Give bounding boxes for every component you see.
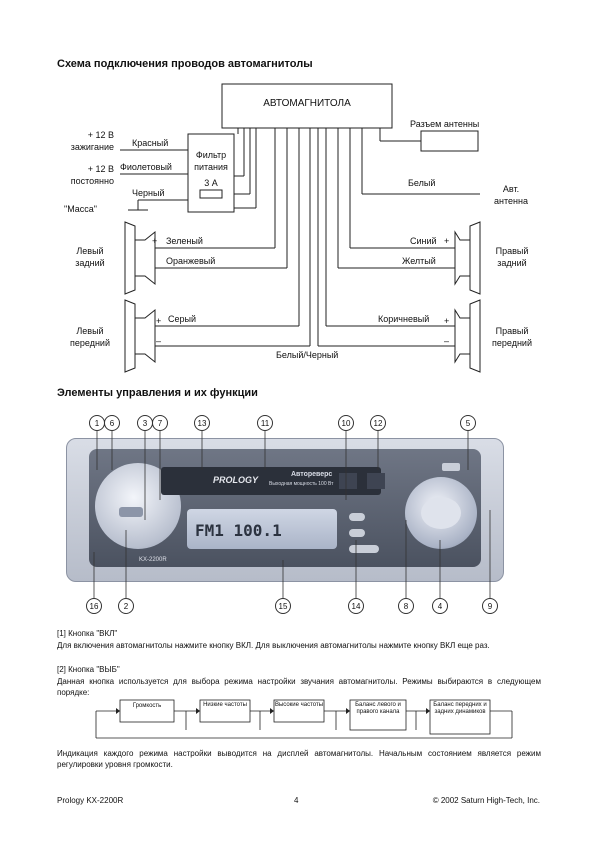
fuse-symbol: [199, 189, 223, 199]
brand-logo: PROLOGY: [213, 475, 259, 485]
head-unit-faceplate: Автореверс Выходная мощность 100 Вт PROL…: [66, 438, 504, 582]
left-rear-label-a: Левый: [76, 246, 104, 256]
power-output-badge: Выходная мощность 100 Вт: [269, 481, 334, 487]
button1-text: Для включения автомагнитолы нажмите кноп…: [57, 641, 490, 650]
top-right-button[interactable]: [442, 463, 460, 471]
wire-brown-label: Коричневый: [378, 314, 430, 324]
callout-13: 13: [194, 415, 210, 431]
footer-right: © 2002 Saturn High-Tech, Inc.: [432, 796, 540, 805]
left-rear-label-b: задний: [75, 258, 105, 268]
plus12-const-label-b: постоянно: [70, 176, 114, 186]
filter-label-a: Фильтр: [195, 150, 227, 160]
wire-black-label: Черный: [132, 188, 165, 198]
knob-center-button[interactable]: [421, 497, 461, 529]
mode-flow-diagram: [95, 699, 513, 739]
after-flow-text: Индикация каждого режима настройки вывод…: [57, 749, 541, 769]
antenna-socket-label: Разъем антенны: [410, 119, 480, 129]
lcd-display: FM1 100.1: [187, 509, 337, 549]
car-antenna-label-a: Авт.: [502, 184, 520, 194]
section-title-wiring: Схема подключения проводов автомагнитолы: [57, 58, 313, 70]
callout-14: 14: [348, 598, 364, 614]
callout-5: 5: [460, 415, 476, 431]
flow-step-balance-lr: Баланс левого и правого канала: [355, 702, 401, 715]
power-filter-box: [187, 133, 235, 213]
flow-step-balance-fr: Баланс передних и задних динамиков: [433, 702, 487, 715]
flow-step-bass: Низкие частоты: [203, 702, 247, 708]
head-unit-label: АВТОМАГНИТОЛА: [263, 98, 351, 109]
plus12-ign-label-a: + 12 В: [87, 130, 114, 140]
autoreverse-badge: Автореверс: [291, 471, 333, 478]
callout-4: 4: [432, 598, 448, 614]
callout-10: 10: [338, 415, 354, 431]
wire-gray-label: Серый: [168, 314, 197, 324]
flow-step-treble: Высокие частоты: [274, 702, 324, 708]
car-antenna-label-b: антенна: [494, 196, 528, 206]
callout-16: 16: [86, 598, 102, 614]
top-button-left[interactable]: [339, 473, 357, 489]
top-button-right[interactable]: [367, 473, 385, 489]
callout-3: 3: [137, 415, 153, 431]
wire-green-label: Зеленый: [166, 236, 203, 246]
callout-2: 2: [118, 598, 134, 614]
model-label: KX-2200R: [139, 557, 167, 563]
button2-title: [2] Кнопка "ВЫБ": [57, 665, 120, 674]
callout-6: 6: [104, 415, 120, 431]
button2-text: Данная кнопка используется для выбора ре…: [57, 677, 541, 697]
callout-7: 7: [152, 415, 168, 431]
left-front-label-a: Левый: [76, 326, 104, 336]
head-unit-box: [221, 83, 393, 129]
fuse-label: 3 А: [204, 178, 218, 188]
wire-yellow-label: Желтый: [402, 256, 436, 266]
display-readout: FM1 100.1: [195, 521, 282, 540]
right-rear-label-a: Правый: [495, 246, 529, 256]
wire-blue-label: Синий: [410, 236, 437, 246]
minus-rf: –: [444, 336, 450, 346]
select-button[interactable]: [119, 507, 143, 517]
section-title-controls: Элементы управления и их функции: [57, 387, 258, 399]
wire-violet-label: Фиолетовый: [120, 162, 172, 172]
wiring-diagram: [120, 83, 481, 373]
plus12-ign-label-b: зажигание: [70, 142, 114, 152]
callout-11: 11: [257, 415, 273, 431]
wire-red-label: Красный: [132, 138, 169, 148]
plus-rf: +: [444, 316, 450, 326]
right-front-label-a: Правый: [495, 326, 529, 336]
wire-orange-label: Оранжевый: [166, 256, 216, 266]
callout-12: 12: [370, 415, 386, 431]
plus-lf: +: [156, 316, 162, 326]
small-button-b[interactable]: [349, 529, 365, 537]
callout-15: 15: [275, 598, 291, 614]
callout-8: 8: [398, 598, 414, 614]
button1-title: [1] Кнопка "ВКЛ": [57, 629, 118, 638]
callout-leaders: [93, 431, 491, 598]
wire-white-label: Белый: [408, 178, 436, 188]
flow-step-volume: Громкость: [132, 703, 162, 709]
ground-label: "Масса": [64, 204, 97, 214]
minus-lf: –: [156, 336, 162, 346]
plus-lr: +: [152, 236, 158, 246]
small-button-a[interactable]: [349, 513, 365, 521]
plus12-const-label-a: + 12 В: [87, 164, 114, 174]
footer-left: Prology KX-2200R: [57, 796, 124, 805]
left-front-label-b: передний: [70, 338, 110, 348]
right-front-label-b: передний: [492, 338, 532, 348]
callout-9: 9: [482, 598, 498, 614]
wire-white-black-label: Белый/Черный: [276, 350, 339, 360]
right-rear-label-b: задний: [497, 258, 527, 268]
filter-label-b: питания: [194, 162, 228, 172]
footer-page-number: 4: [294, 796, 299, 805]
plus-rr: +: [444, 236, 450, 246]
small-button-c[interactable]: [349, 545, 379, 553]
